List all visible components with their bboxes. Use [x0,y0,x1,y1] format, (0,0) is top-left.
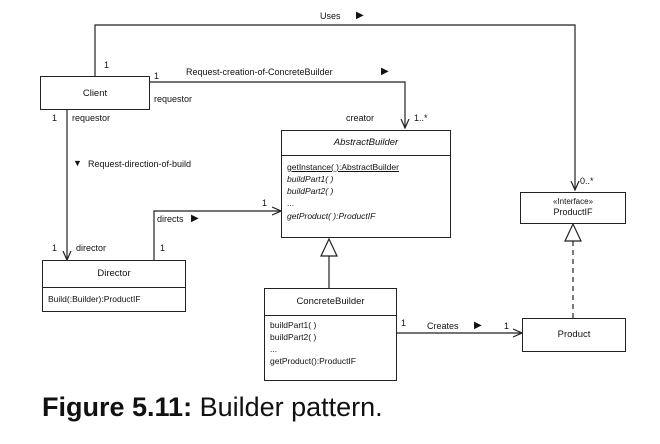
request-direction-direction-icon: ▼ [73,158,82,168]
concrete-builder-op-buildpart2: buildPart2( ) [270,332,317,342]
figure-caption-text: Builder pattern. [192,392,383,422]
figure-caption: Figure 5.11: Builder pattern. [42,392,383,423]
concrete-builder-op-getproduct: getProduct():ProductIF [270,356,356,366]
directs-direction-icon: ▶ [191,213,199,224]
concrete-builder-op-ellipsis: ... [270,344,278,354]
concrete-builder-divider [265,315,396,316]
client-top-multiplicity: 1 [104,60,110,70]
abstract-builder-op-getproduct: getProduct( ):ProductIF [287,211,376,221]
concrete-builder-op-buildpart1: buildPart1( ) [270,320,317,330]
abstract-builder-op-getinstance: getInstance( ):AbstractBuilder [287,162,399,172]
client-class-name: Client [82,88,108,99]
director-class[interactable]: Director Build(:Builder):ProductIF [42,260,186,312]
productif-stereotype: «Interface» [552,197,594,206]
client-creation-role: requestor [154,94,193,104]
director-class-name: Director [97,268,131,279]
uses-label: Uses [320,11,341,21]
product-class[interactable]: Product [522,318,626,352]
productif-interface[interactable]: «Interface» ProductIF [520,192,626,224]
director-multiplicity: 1 [52,243,58,253]
director-role: director [76,243,107,253]
directs-builder-multiplicity: 1 [262,198,268,208]
request-creation-connector [150,81,405,128]
client-creation-multiplicity: 1 [154,71,160,81]
abstract-builder-op-buildpart2: buildPart2( ) [287,186,334,196]
concrete-builder-class[interactable]: ConcreteBuilder buildPart1( ) buildPart2… [264,288,397,381]
figure-caption-label: Figure 5.11: [42,392,193,422]
creates-direction-icon: ▶ [474,320,482,331]
inheritance-arrowhead [320,237,338,257]
director-divider [43,287,185,288]
abstract-builder-op-buildpart1: buildPart1( ) [287,174,334,184]
product-creates-multiplicity: 1 [504,321,510,331]
concrete-creates-multiplicity: 1 [401,318,407,328]
client-direction-multiplicity: 1 [52,113,58,123]
directs-connector [153,211,281,260]
abstract-builder-op-ellipsis: ... [287,198,295,208]
uses-direction-icon: ▶ [356,10,364,21]
builder-multiplicity: 1..* [414,113,428,123]
request-creation-label: Request-creation-of-ConcreteBuilder [186,67,333,77]
request-direction-label: Request-direction-of-build [88,159,192,169]
uses-connector [94,24,575,190]
concrete-builder-class-name: ConcreteBuilder [296,296,365,307]
directs-label: directs [157,214,184,224]
productif-multiplicity: 0..* [580,176,594,186]
abstract-builder-class[interactable]: AbstractBuilder getInstance( ):AbstractB… [281,130,451,238]
product-class-name: Product [557,329,591,340]
client-class[interactable]: Client [40,76,150,110]
request-creation-direction-icon: ▶ [381,66,389,77]
productif-name: ProductIF [553,207,593,217]
abstract-builder-divider [282,155,450,156]
director-op-build: Build(:Builder):ProductIF [48,294,141,304]
director-directs-multiplicity: 1 [160,243,166,253]
abstract-builder-class-name: AbstractBuilder [333,137,399,148]
creates-label: Creates [427,321,459,331]
builder-creator-role: creator [346,113,375,123]
realization-arrowhead [564,222,582,242]
client-direction-role: requestor [72,113,111,123]
